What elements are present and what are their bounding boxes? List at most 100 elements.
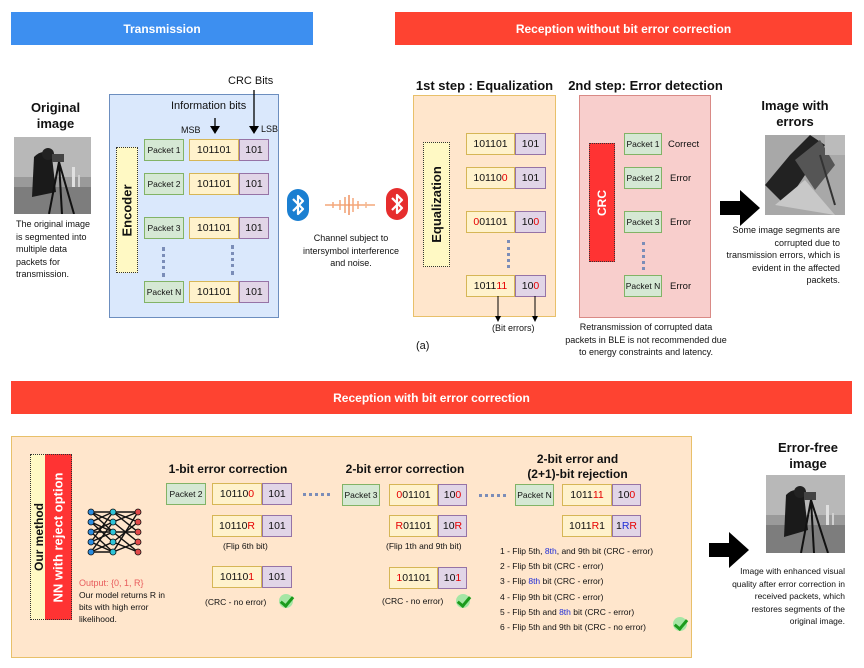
flip-note-text: (Flip 1th and 9th bit) [386, 541, 462, 551]
bits-ok: 10110 [219, 571, 249, 583]
bits-reject: R [395, 520, 404, 532]
our-method-block: Our method [30, 454, 46, 620]
attempt-text: 2 - Flip 5th bit (CRC - error) [500, 561, 604, 572]
step1-title-text: 1st step : Equalization [415, 78, 554, 93]
attempt-highlight: 8th [559, 606, 571, 617]
bits-ok: 01101 [402, 572, 431, 584]
original-image [14, 137, 91, 214]
bits-ok: 10 [443, 572, 456, 584]
bits-ok: 10 [521, 216, 534, 228]
eq-ellipsis [507, 240, 510, 268]
bits: 101 [521, 138, 540, 150]
corrupted-photo [765, 135, 845, 215]
attempt-text: 5 - Flip 5th and [500, 606, 560, 617]
two-bit-title: 2-bit error correction [340, 461, 470, 477]
bits-error: 0 [629, 489, 636, 501]
bits-error: 0 [473, 216, 480, 228]
error-free-caption-text: Image with enhanced visual quality after… [732, 566, 845, 626]
bits-fixed: 1 [248, 571, 255, 583]
reception-with-banner-label: Reception with bit error correction [333, 390, 530, 405]
crc-block: CRC [589, 143, 615, 262]
original-caption-text: The original image is segmented into mul… [16, 219, 91, 279]
crc-bits-value: 101 [245, 178, 263, 190]
tx-packet-2-crc-bits: 101 [239, 173, 269, 195]
bits-ok: 10110 [218, 520, 248, 532]
two-bit-flip-note: (Flip 1th and 9th bit) [386, 541, 462, 551]
equalization-block: Equalization [423, 142, 450, 267]
tx-packet-name: Packet N [146, 287, 182, 297]
crc-bits-value: 101 [245, 286, 263, 298]
info-bits-value: 101101 [196, 222, 232, 234]
bits: 101 [268, 488, 286, 500]
eq-row-1-crc: 101 [515, 133, 546, 155]
bits-error: 0 [248, 488, 255, 500]
attempt-text: 1 - Flip 5th, [500, 546, 545, 556]
bits-error: 0 [533, 216, 540, 228]
bits-reject: R [247, 520, 255, 532]
attempt-text: 3 - Flip [500, 576, 529, 587]
result-text: (CRC - no error) [205, 597, 267, 607]
crc-packet-n: Packet N [624, 275, 662, 297]
attempt-text: 4 - Flip 9th bit (CRC - error) [500, 591, 604, 602]
info-bits-value: 101101 [196, 286, 232, 298]
reception-without-banner-label: Reception without bit error correction [515, 21, 732, 36]
original-image-title-text: Original image [30, 100, 81, 131]
bits-reject-8th: R [621, 520, 630, 532]
status-text: Error [670, 217, 692, 228]
step1-title: 1st step : Equalization [412, 78, 557, 94]
tx-packet-name: Packet 1 [147, 145, 181, 155]
crc-bits-arrow-head [249, 126, 259, 134]
bit-errors-label: (Bit errors) [492, 323, 535, 333]
camera-man-photo [14, 137, 91, 214]
packet-name: Packet N [517, 490, 552, 500]
flip-attempt: 2 - Flip 5th bit (CRC - error) [500, 559, 653, 574]
crc-status-1: Correct [668, 139, 699, 150]
packet-name: Packet 3 [626, 217, 660, 227]
bits-ok: 10110 [219, 488, 249, 500]
info-bits-value: 101101 [196, 144, 232, 156]
one-bit-nn-crc: 101 [262, 515, 292, 537]
ellipsis-1 [303, 493, 330, 496]
original-image-title: Original image [18, 100, 93, 132]
encoder-label: Encoder [119, 183, 135, 237]
bits-ok: 10 [443, 489, 456, 501]
info-bits-arrow-head [210, 126, 220, 134]
bits-ok: 10110 [473, 172, 502, 184]
one-bit-result: (CRC - no error) [205, 597, 266, 607]
transmission-banner-label: Transmission [123, 21, 201, 36]
arrow-right-icon [720, 190, 760, 226]
bits-ok: 10 [521, 280, 534, 292]
flip-attempt: 1 - Flip 5th, 8th, and 9th bit (CRC - er… [500, 544, 653, 559]
bits-fixed: 1 [455, 572, 462, 584]
bits-fixed: 1 [396, 572, 403, 584]
crc-packet-3: Packet 3 [624, 211, 662, 233]
step2-title: 2nd step: Error detection [568, 78, 723, 94]
one-bit-packet: Packet 2 [166, 483, 206, 505]
bits-ok: 01101 [479, 216, 508, 228]
crc-label: CRC [595, 189, 609, 216]
errors-image-title: Image with errors [760, 98, 830, 130]
bits-reject-9th: R [629, 520, 638, 532]
bits-ok: 10 [442, 520, 455, 532]
bits-ok: 01101 [402, 489, 431, 501]
rejection-title-line1: 2-bit error and [536, 452, 619, 466]
one-bit-received-crc: 101 [262, 483, 292, 505]
bits-ok: 1 [615, 520, 622, 532]
tx-packet-n-label: Packet N [144, 281, 184, 303]
two-bit-result: (CRC - no error) [382, 596, 443, 606]
one-bit-title-text: 1-bit error correction [168, 462, 288, 476]
model-note: Our model returns R in bits with high er… [79, 589, 171, 625]
tx-packet-2-label: Packet 2 [144, 173, 184, 195]
model-note-text: Our model returns R in bits with high er… [79, 590, 165, 624]
lsb-label: LSB [261, 124, 278, 134]
packet-name: Packet 2 [626, 173, 660, 183]
transmission-banner: Transmission [11, 12, 313, 45]
encoder-block: Encoder [116, 147, 138, 273]
attempt-text: 6 - Flip 5th and 9th bit (CRC - no error… [500, 622, 646, 633]
rejection-title-line2: (2+1)-bit rejection [527, 467, 628, 481]
bluetooth-rx-icon [386, 188, 408, 220]
